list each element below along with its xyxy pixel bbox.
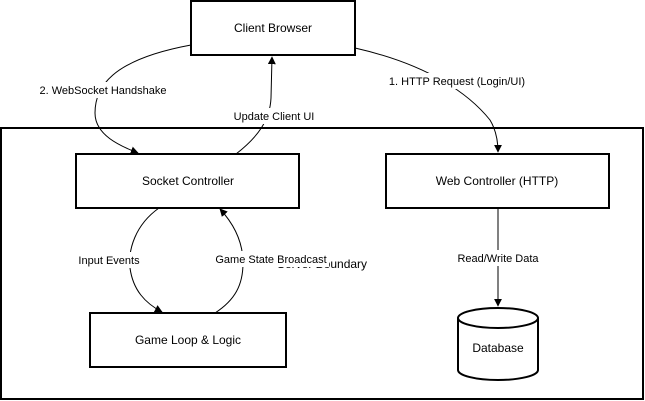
client-browser-label: Client Browser (234, 21, 312, 35)
edge-websocket-handshake (94, 44, 192, 155)
client-browser-node: Client Browser (190, 0, 356, 56)
database-label: Database (472, 341, 524, 355)
web-controller-node: Web Controller (HTTP) (385, 153, 610, 209)
edge-game-state-broadcast-label: Game State Broadcast (215, 254, 326, 266)
edge-websocket-handshake-label: 2. WebSocket Handshake (40, 85, 167, 97)
edge-input-events-label: Input Events (78, 255, 140, 267)
edge-read-write-data-label: Read/Write Data (457, 253, 539, 265)
socket-controller-node: Socket Controller (75, 153, 300, 209)
edge-update-client-ui (235, 56, 276, 155)
edge-http-request-label: 1. HTTP Request (Login/UI) (389, 76, 525, 88)
web-controller-label: Web Controller (HTTP) (436, 174, 558, 188)
edge-update-client-ui-label: Update Client UI (234, 111, 315, 123)
game-loop-node: Game Loop & Logic (89, 312, 287, 368)
game-loop-label: Game Loop & Logic (135, 333, 241, 347)
socket-controller-label: Socket Controller (142, 174, 234, 188)
server-boundary (0, 127, 644, 400)
edge-http-request (354, 47, 502, 153)
database-node: Database (457, 307, 539, 381)
